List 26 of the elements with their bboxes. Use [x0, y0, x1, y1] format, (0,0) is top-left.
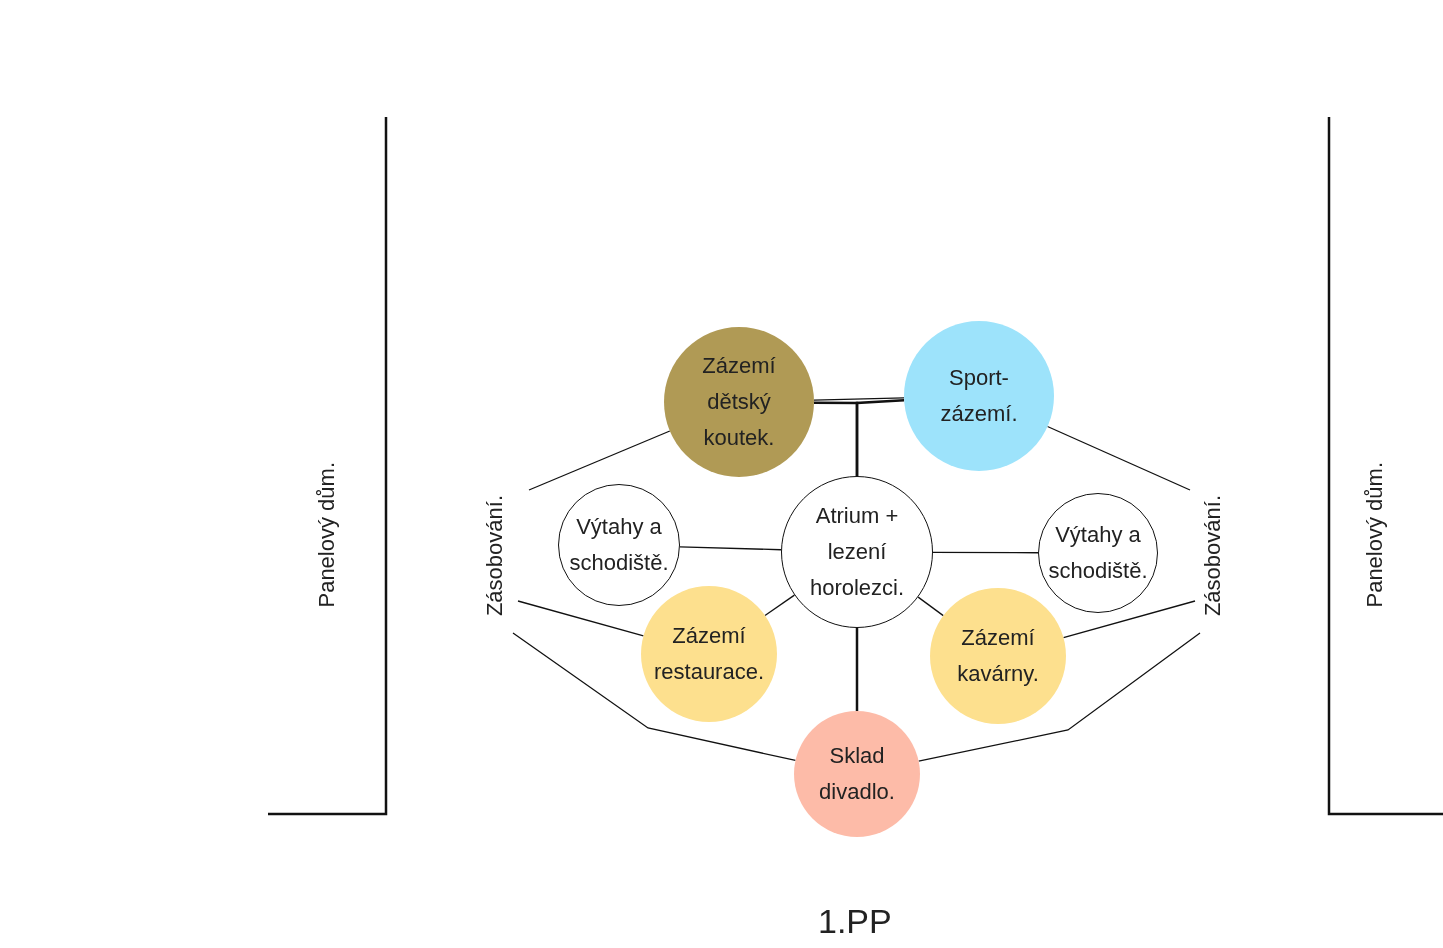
- connector-line: [1046, 425, 1191, 491]
- connector-line: [512, 632, 797, 762]
- connector-line: [517, 600, 645, 637]
- access-label: Zásobování.: [1200, 495, 1226, 617]
- room-label: Sklad divadlo.: [818, 742, 896, 806]
- connector-line: [813, 397, 905, 401]
- room-label: Sport- zázemí.: [939, 364, 1019, 428]
- room-label: Zázemí dětský koutek.: [701, 352, 777, 452]
- connector-line: [918, 632, 1201, 762]
- connector-line: [932, 551, 1039, 554]
- room-label: Výtahy a schodiště.: [1047, 521, 1149, 585]
- connector-line: [1062, 600, 1196, 639]
- room-label: Zázemí kavárny.: [956, 624, 1040, 688]
- connector-line: [528, 430, 671, 491]
- connector-line: [855, 628, 859, 711]
- building-label: Panelový dům.: [314, 462, 340, 608]
- building-label: Panelový dům.: [1362, 462, 1388, 608]
- access-label: Zásobování.: [482, 495, 508, 617]
- connector-line: [917, 596, 944, 617]
- connector-line: [679, 546, 782, 551]
- connector-line: [764, 594, 796, 617]
- floor-caption: 1.PP: [818, 902, 892, 941]
- connector-line: [855, 399, 905, 476]
- room-label: Výtahy a schodiště.: [568, 513, 670, 577]
- room-label: Zázemí restaurace.: [652, 622, 766, 686]
- room-label: Atrium + lezení horolezci.: [808, 502, 906, 602]
